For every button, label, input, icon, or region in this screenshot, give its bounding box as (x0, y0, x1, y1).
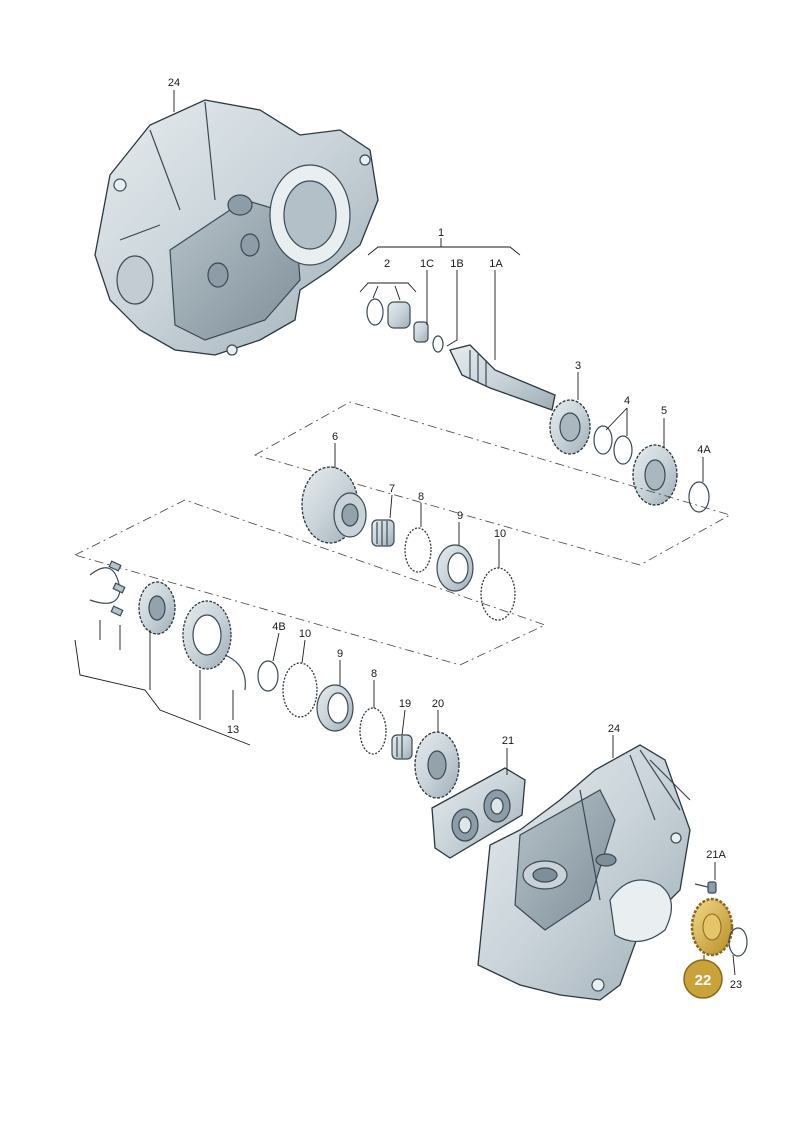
needle-bearing-19 (391, 734, 413, 760)
gear-20 (414, 731, 460, 799)
label-24-upper: 24 (168, 77, 180, 89)
synchro-ring-10b (282, 662, 318, 718)
label-5: 5 (661, 405, 667, 417)
label-19: 19 (399, 698, 411, 710)
label-1a: 1A (489, 258, 503, 270)
cone-ring-9b (316, 684, 354, 732)
input-shaft-assembly (366, 298, 556, 411)
label-7: 7 (389, 483, 395, 495)
group-frame-lower (73, 499, 547, 666)
label-10-lower: 10 (299, 628, 311, 640)
ring-4b (257, 660, 279, 692)
bearing-plate-21 (431, 767, 526, 859)
label-20: 20 (432, 698, 444, 710)
label-8-middle: 8 (418, 491, 424, 503)
needle-bearing-7 (371, 519, 395, 547)
label-24-lower: 24 (608, 723, 620, 735)
gear-5 (632, 444, 678, 506)
label-10-middle: 10 (494, 528, 506, 540)
label-4b: 4B (272, 621, 285, 633)
rings-4 (593, 425, 633, 465)
label-4: 4 (624, 395, 630, 407)
bolt-21a (694, 881, 717, 894)
cone-ring-9a (436, 544, 474, 592)
lower-group-leaders (74, 620, 251, 746)
label-9-lower: 9 (337, 648, 343, 660)
label-9-middle: 9 (457, 510, 463, 522)
synchro-ring-8a (404, 527, 432, 573)
gearbox-housing-upper (94, 99, 379, 356)
label-21a: 21A (706, 849, 726, 861)
label-8-lower: 8 (371, 668, 377, 680)
label-13: 13 (227, 724, 239, 736)
label-1: 1 (438, 227, 444, 239)
part-labels: 24 1 2 1C 1B 1A 3 4 5 4A 6 7 8 9 10 4B 1… (168, 77, 742, 991)
gearbox-housing-lower (477, 744, 691, 1001)
label-3: 3 (575, 360, 581, 372)
gear-3 (549, 399, 591, 455)
label-21: 21 (502, 735, 514, 747)
highlight-badge-22[interactable]: 22 (683, 959, 723, 999)
group-frame-middle (253, 401, 732, 566)
label-4a: 4A (697, 444, 711, 456)
label-1c: 1C (420, 258, 434, 270)
label-6: 6 (332, 431, 338, 443)
leader-lines (173, 90, 736, 976)
synchro-hub-assembly (89, 560, 246, 691)
circlip-23 (728, 927, 748, 957)
label-22: 22 (695, 972, 712, 989)
synchro-ring-8b (359, 707, 387, 755)
label-23: 23 (730, 979, 742, 991)
gear-6 (301, 466, 367, 544)
label-2: 2 (384, 258, 390, 270)
gear-22-highlighted[interactable] (690, 897, 734, 957)
label-1b: 1B (450, 258, 463, 270)
ring-4a (688, 481, 710, 513)
synchro-ring-10a (480, 567, 516, 621)
